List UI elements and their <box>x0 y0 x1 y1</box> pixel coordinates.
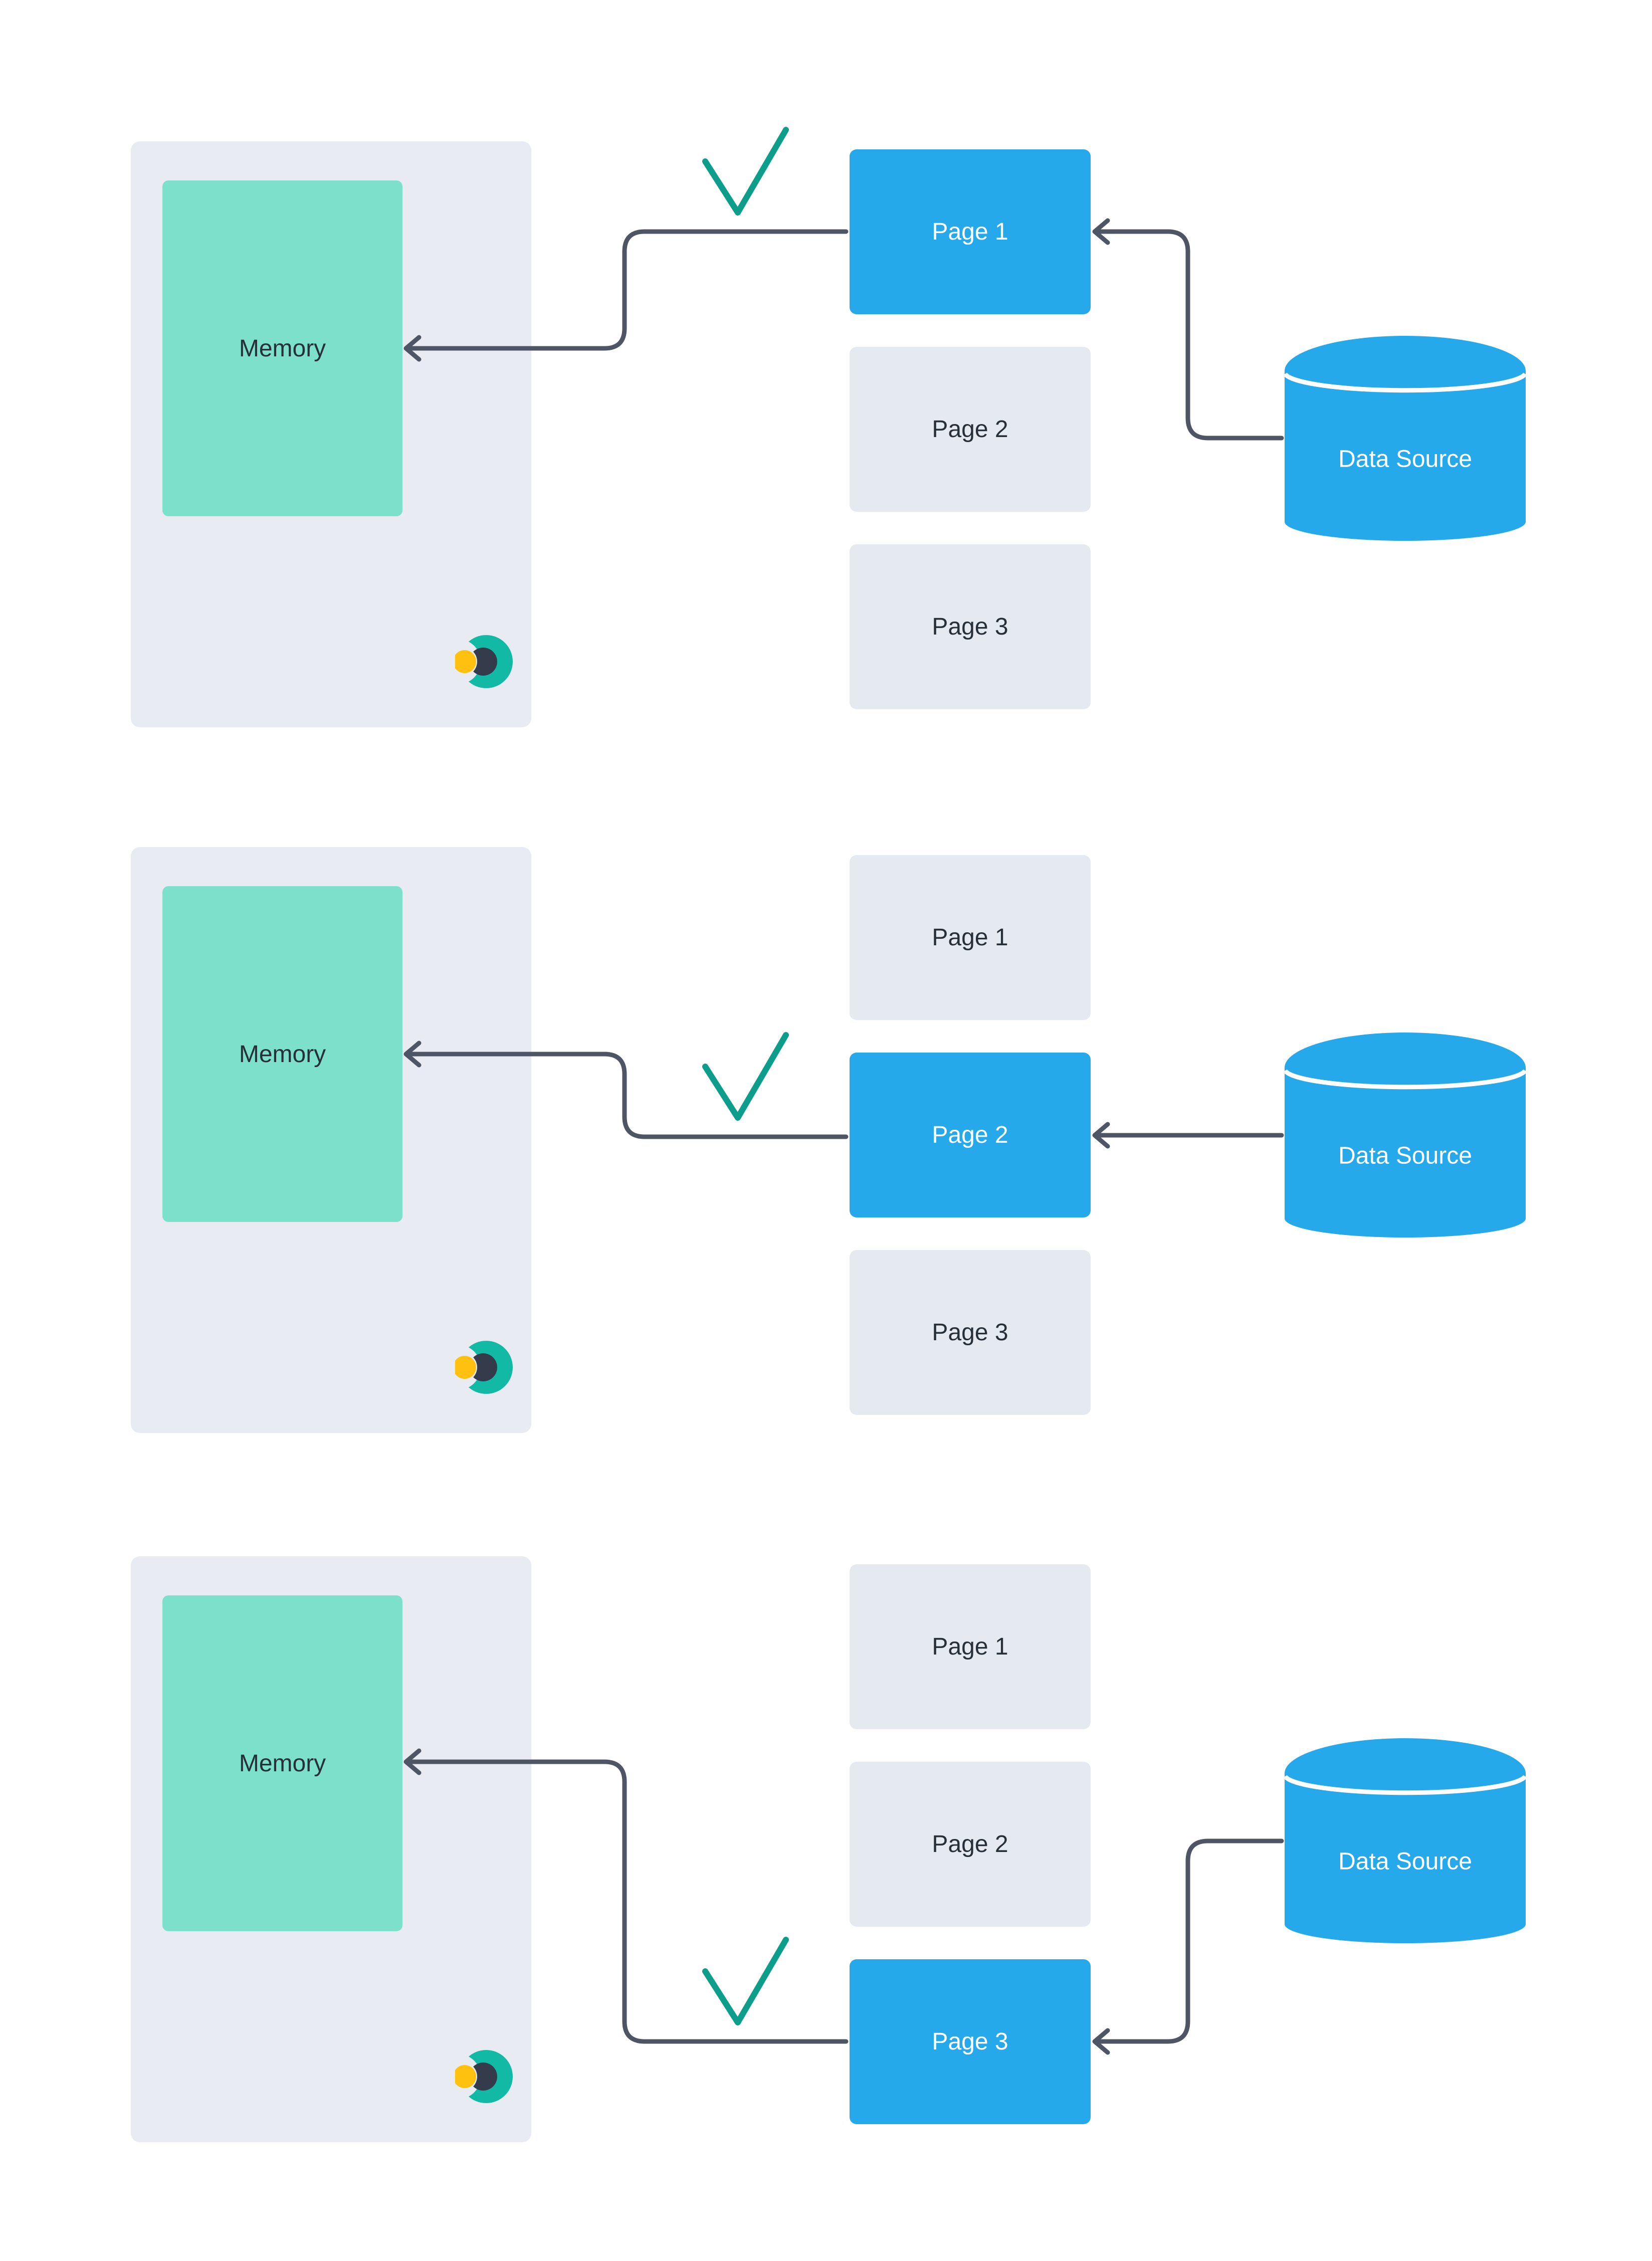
memory-box-1: Memory <box>162 180 402 516</box>
memory-box-2: Memory <box>162 886 402 1222</box>
educative-logo-icon <box>455 1341 513 1394</box>
data-source-cylinder-3: Data Source <box>1284 1738 1526 1944</box>
page-label: Page 2 <box>932 1831 1008 1858</box>
page-label: Page 2 <box>932 416 1008 443</box>
page-label: Page 3 <box>932 613 1008 640</box>
datasource-label: Data Source <box>1338 446 1472 473</box>
page-box-3: Page 3 <box>850 1959 1091 2124</box>
page-box-3: Page 3 <box>850 544 1091 709</box>
page-box-1: Page 1 <box>850 1564 1091 1729</box>
page-box-3: Page 3 <box>850 1250 1091 1415</box>
page-label: Page 1 <box>932 219 1008 245</box>
memory-label: Memory <box>239 335 326 362</box>
page-box-2: Page 2 <box>850 1762 1091 1927</box>
memory-label: Memory <box>239 1750 326 1777</box>
database-cylinder-icon <box>1284 336 1526 541</box>
data-source-cylinder-1: Data Source <box>1284 336 1526 541</box>
data-source-cylinder-2: Data Source <box>1284 1033 1526 1238</box>
page-label: Page 3 <box>932 1319 1008 1346</box>
memory-label: Memory <box>239 1041 326 1068</box>
datasource-label: Data Source <box>1338 1848 1472 1875</box>
datasource-label: Data Source <box>1338 1142 1472 1169</box>
educative-logo-icon <box>455 635 513 688</box>
page-label: Page 3 <box>932 2028 1008 2055</box>
check-icon <box>702 127 789 216</box>
database-cylinder-icon <box>1284 1033 1526 1238</box>
check-icon <box>702 1937 789 2025</box>
educative-logo-icon <box>455 2050 513 2103</box>
arrow-datasource-to-page <box>1092 1838 1284 2055</box>
page-box-1: Page 1 <box>850 855 1091 1020</box>
page-box-2: Page 2 <box>850 1053 1091 1217</box>
page-label: Page 2 <box>932 1122 1008 1148</box>
check-icon <box>702 1032 789 1121</box>
arrow-datasource-to-page <box>1092 218 1284 441</box>
page-label: Page 1 <box>932 1633 1008 1660</box>
database-cylinder-icon <box>1284 1738 1526 1943</box>
arrow-datasource-to-page <box>1092 1122 1284 1149</box>
page-label: Page 1 <box>932 924 1008 951</box>
memory-box-3: Memory <box>162 1595 402 1931</box>
page-box-2: Page 2 <box>850 347 1091 512</box>
page-box-1: Page 1 <box>850 149 1091 314</box>
